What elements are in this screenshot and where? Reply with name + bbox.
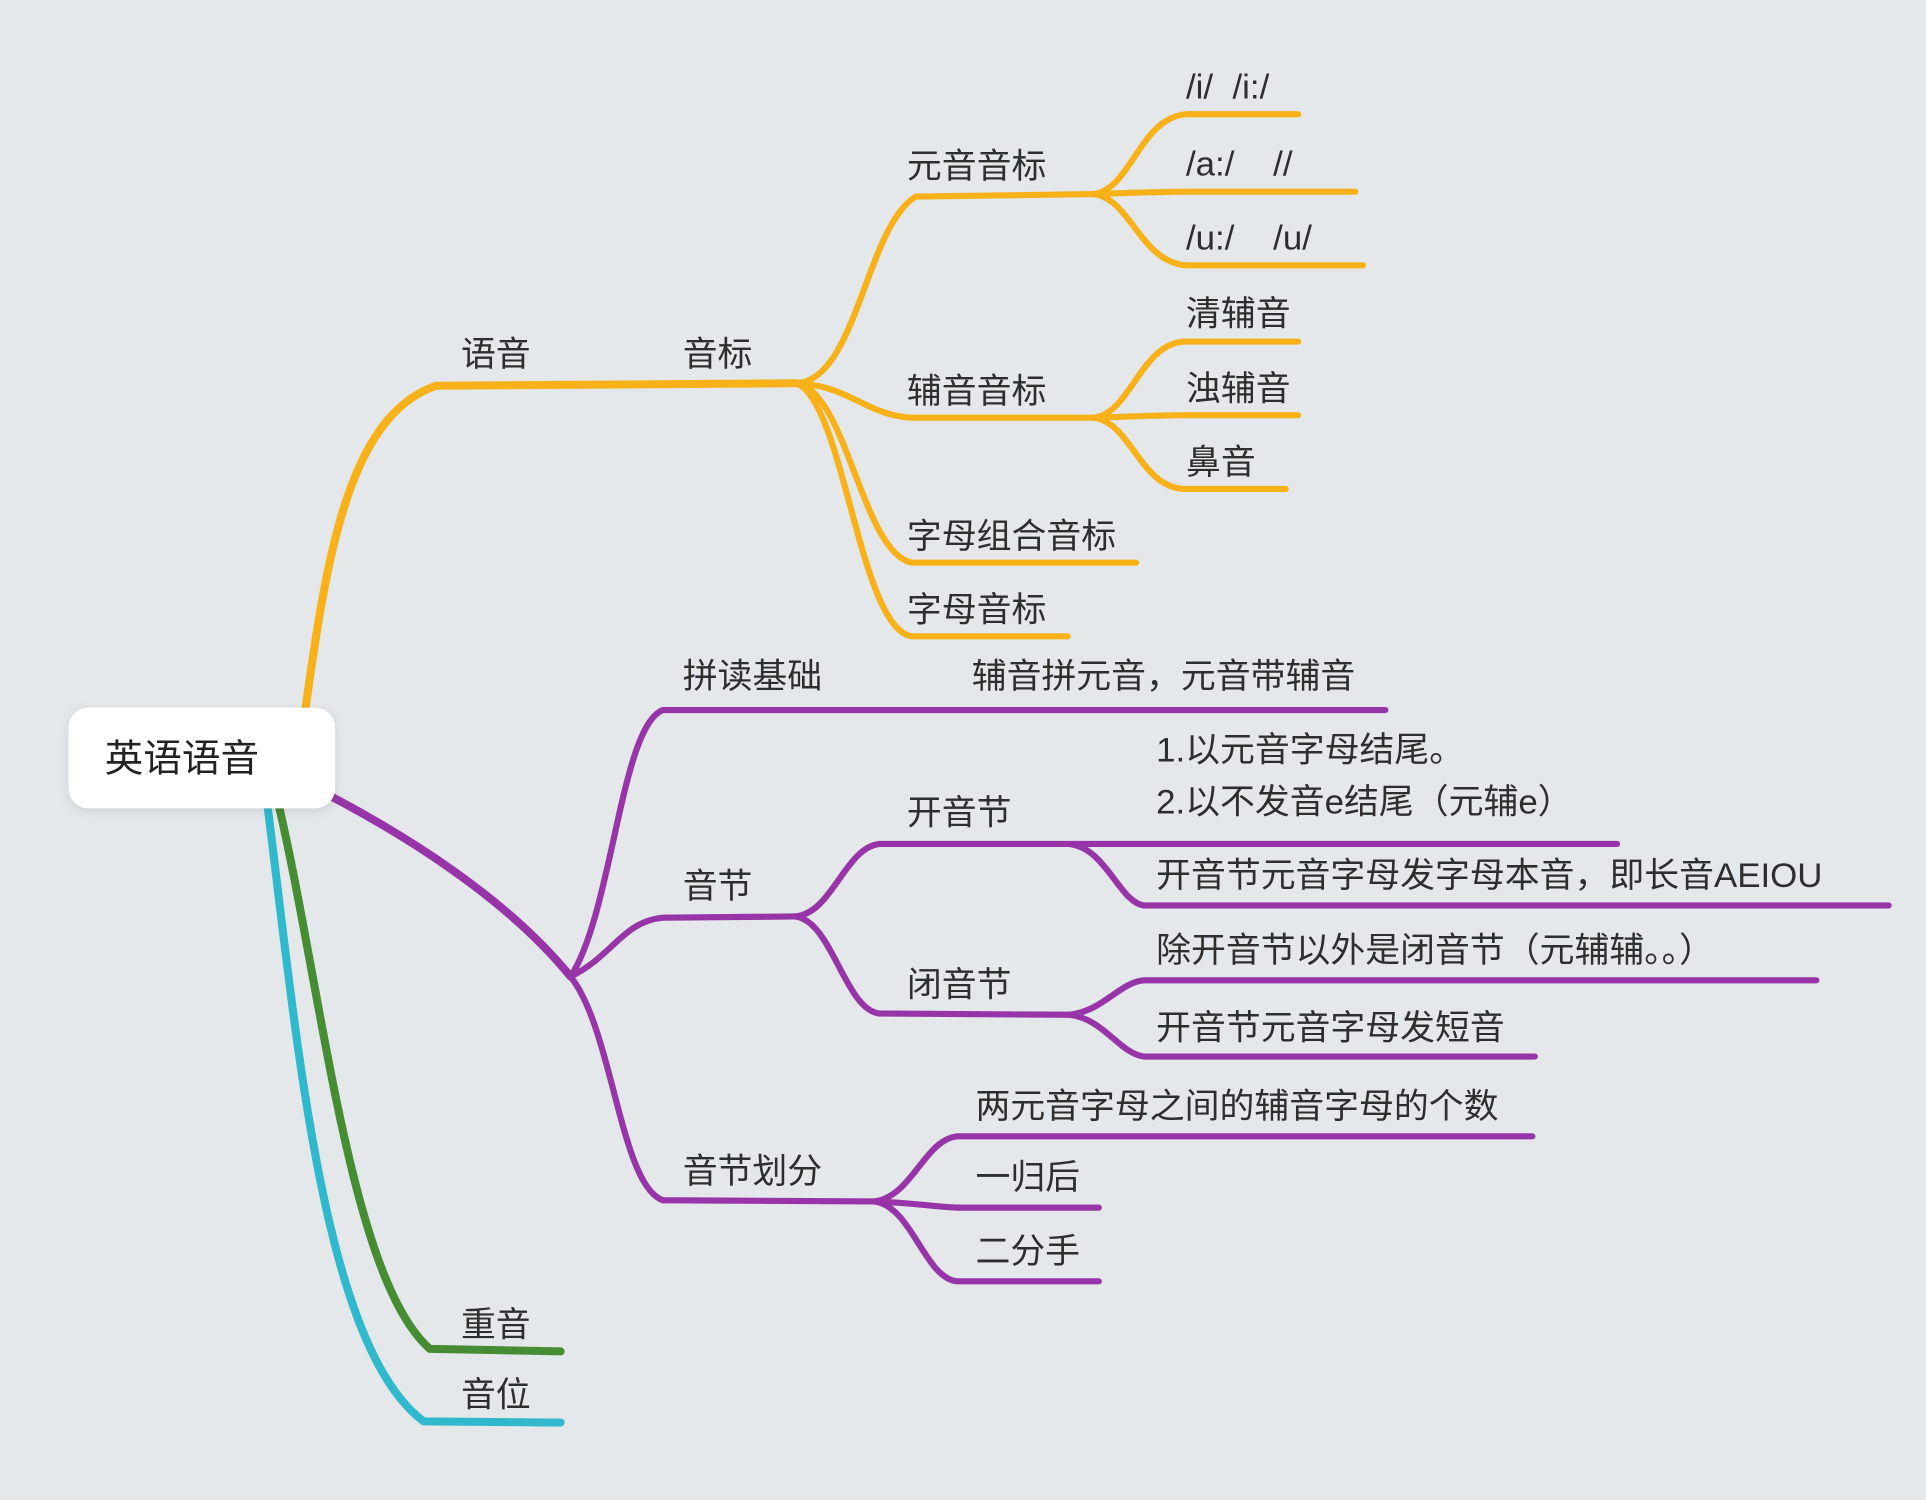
edge-root-phoneme <box>262 794 565 1427</box>
node-vowel[interactable]: 元音音标 <box>907 148 1046 186</box>
edge-syllable-open <box>791 840 1073 920</box>
edge-yinbiao-consonant <box>794 380 1097 421</box>
node-division[interactable]: 音节划分 <box>683 1153 822 1191</box>
edge-vowel-item-1 <box>1090 188 1359 198</box>
node-open-syllable[interactable]: 开音节 <box>907 795 1012 833</box>
node-closed-rule[interactable]: 除开音节以外是闭音节（元辅辅。。） <box>1156 932 1714 970</box>
branch-syllables: 拼读基础 辅音拼元音，元音带辅音 音节 开音节 1.以元音字母结尾。 2.以不发… <box>294 658 1892 1285</box>
node-vowel-item-1[interactable]: /a:/ // <box>1186 146 1293 184</box>
node-consonant-item-0[interactable]: 清辅音 <box>1186 296 1291 334</box>
root-node-box[interactable] <box>68 707 336 809</box>
node-syllable[interactable]: 音节 <box>683 868 753 906</box>
edge-open-note <box>1065 840 1892 909</box>
edge-purple-division <box>567 973 878 1205</box>
edge-consonant-item-0 <box>1090 338 1302 421</box>
edge-root-stress <box>272 792 565 1356</box>
node-consonant[interactable]: 辅音音标 <box>907 373 1046 411</box>
edge-closed-note <box>1065 1011 1538 1060</box>
branch-phoneme: 音位 <box>262 794 565 1427</box>
node-division-item-0[interactable]: 两元音字母之间的辅音字母的个数 <box>975 1088 1498 1126</box>
node-letter-combo[interactable]: 字母组合音标 <box>907 518 1116 556</box>
node-open-rule-1[interactable]: 2.以不发音e结尾（元辅e） <box>1156 783 1573 821</box>
node-pinref-note[interactable]: 辅音拼元音，元音带辅音 <box>972 658 1356 696</box>
node-consonant-item-2[interactable]: 鼻音 <box>1186 444 1256 482</box>
branch-stress: 重音 <box>272 792 565 1356</box>
edge-root-purple <box>294 776 575 981</box>
node-yuyin[interactable]: 语音 <box>461 336 531 374</box>
edge-consonant-item-2 <box>1090 414 1289 493</box>
node-stress[interactable]: 重音 <box>461 1307 531 1345</box>
edge-division-item-2 <box>871 1198 1102 1285</box>
edge-yinbiao-lettercombo <box>794 380 1140 566</box>
edge-consonant-item-1 <box>1090 412 1302 421</box>
edge-yinbiao-letter <box>794 380 1071 640</box>
node-division-item-2[interactable]: 二分手 <box>975 1233 1080 1271</box>
node-division-item-1[interactable]: 一归后 <box>975 1159 1080 1197</box>
node-vowel-item-0[interactable]: /i/ /i:/ <box>1186 68 1270 106</box>
node-pinref[interactable]: 拼读基础 <box>683 658 822 696</box>
edge-closed-rule <box>1065 977 1820 1018</box>
node-open-note[interactable]: 开音节元音字母发字母本音，即长音AEIOU <box>1156 857 1822 895</box>
root-node-label: 英语语音 <box>105 738 259 781</box>
edge-root-yuyin <box>297 379 802 742</box>
edge-syllable-closed <box>791 913 1073 1018</box>
node-consonant-item-1[interactable]: 浊辅音 <box>1186 371 1291 409</box>
edge-purple-syllable <box>567 913 798 980</box>
edge-division-item-1 <box>871 1198 1102 1211</box>
node-letter[interactable]: 字母音标 <box>907 592 1046 630</box>
node-closed-syllable[interactable]: 闭音节 <box>907 967 1012 1005</box>
branch-phonetics: 语音 音标 元音音标 /i/ /i:/ /a:/ // /u:/ /u/ 辅音音… <box>297 68 1367 742</box>
root-node[interactable]: 英语语音 <box>68 707 336 809</box>
node-yinbiao[interactable]: 音标 <box>683 336 753 374</box>
node-closed-note[interactable]: 开音节元音字母发短音 <box>1156 1010 1505 1048</box>
edge-yinbiao-vowel <box>794 191 1097 387</box>
edge-division-item-0 <box>871 1133 1536 1205</box>
node-vowel-item-2[interactable]: /u:/ /u/ <box>1186 220 1312 258</box>
edge-vowel-item-0 <box>1090 111 1302 198</box>
edge-purple-pinref <box>567 707 1389 980</box>
node-phoneme[interactable]: 音位 <box>461 1377 531 1415</box>
node-open-rule-0[interactable]: 1.以元音字母结尾。 <box>1156 732 1464 770</box>
edge-vowel-item-2 <box>1090 191 1367 269</box>
